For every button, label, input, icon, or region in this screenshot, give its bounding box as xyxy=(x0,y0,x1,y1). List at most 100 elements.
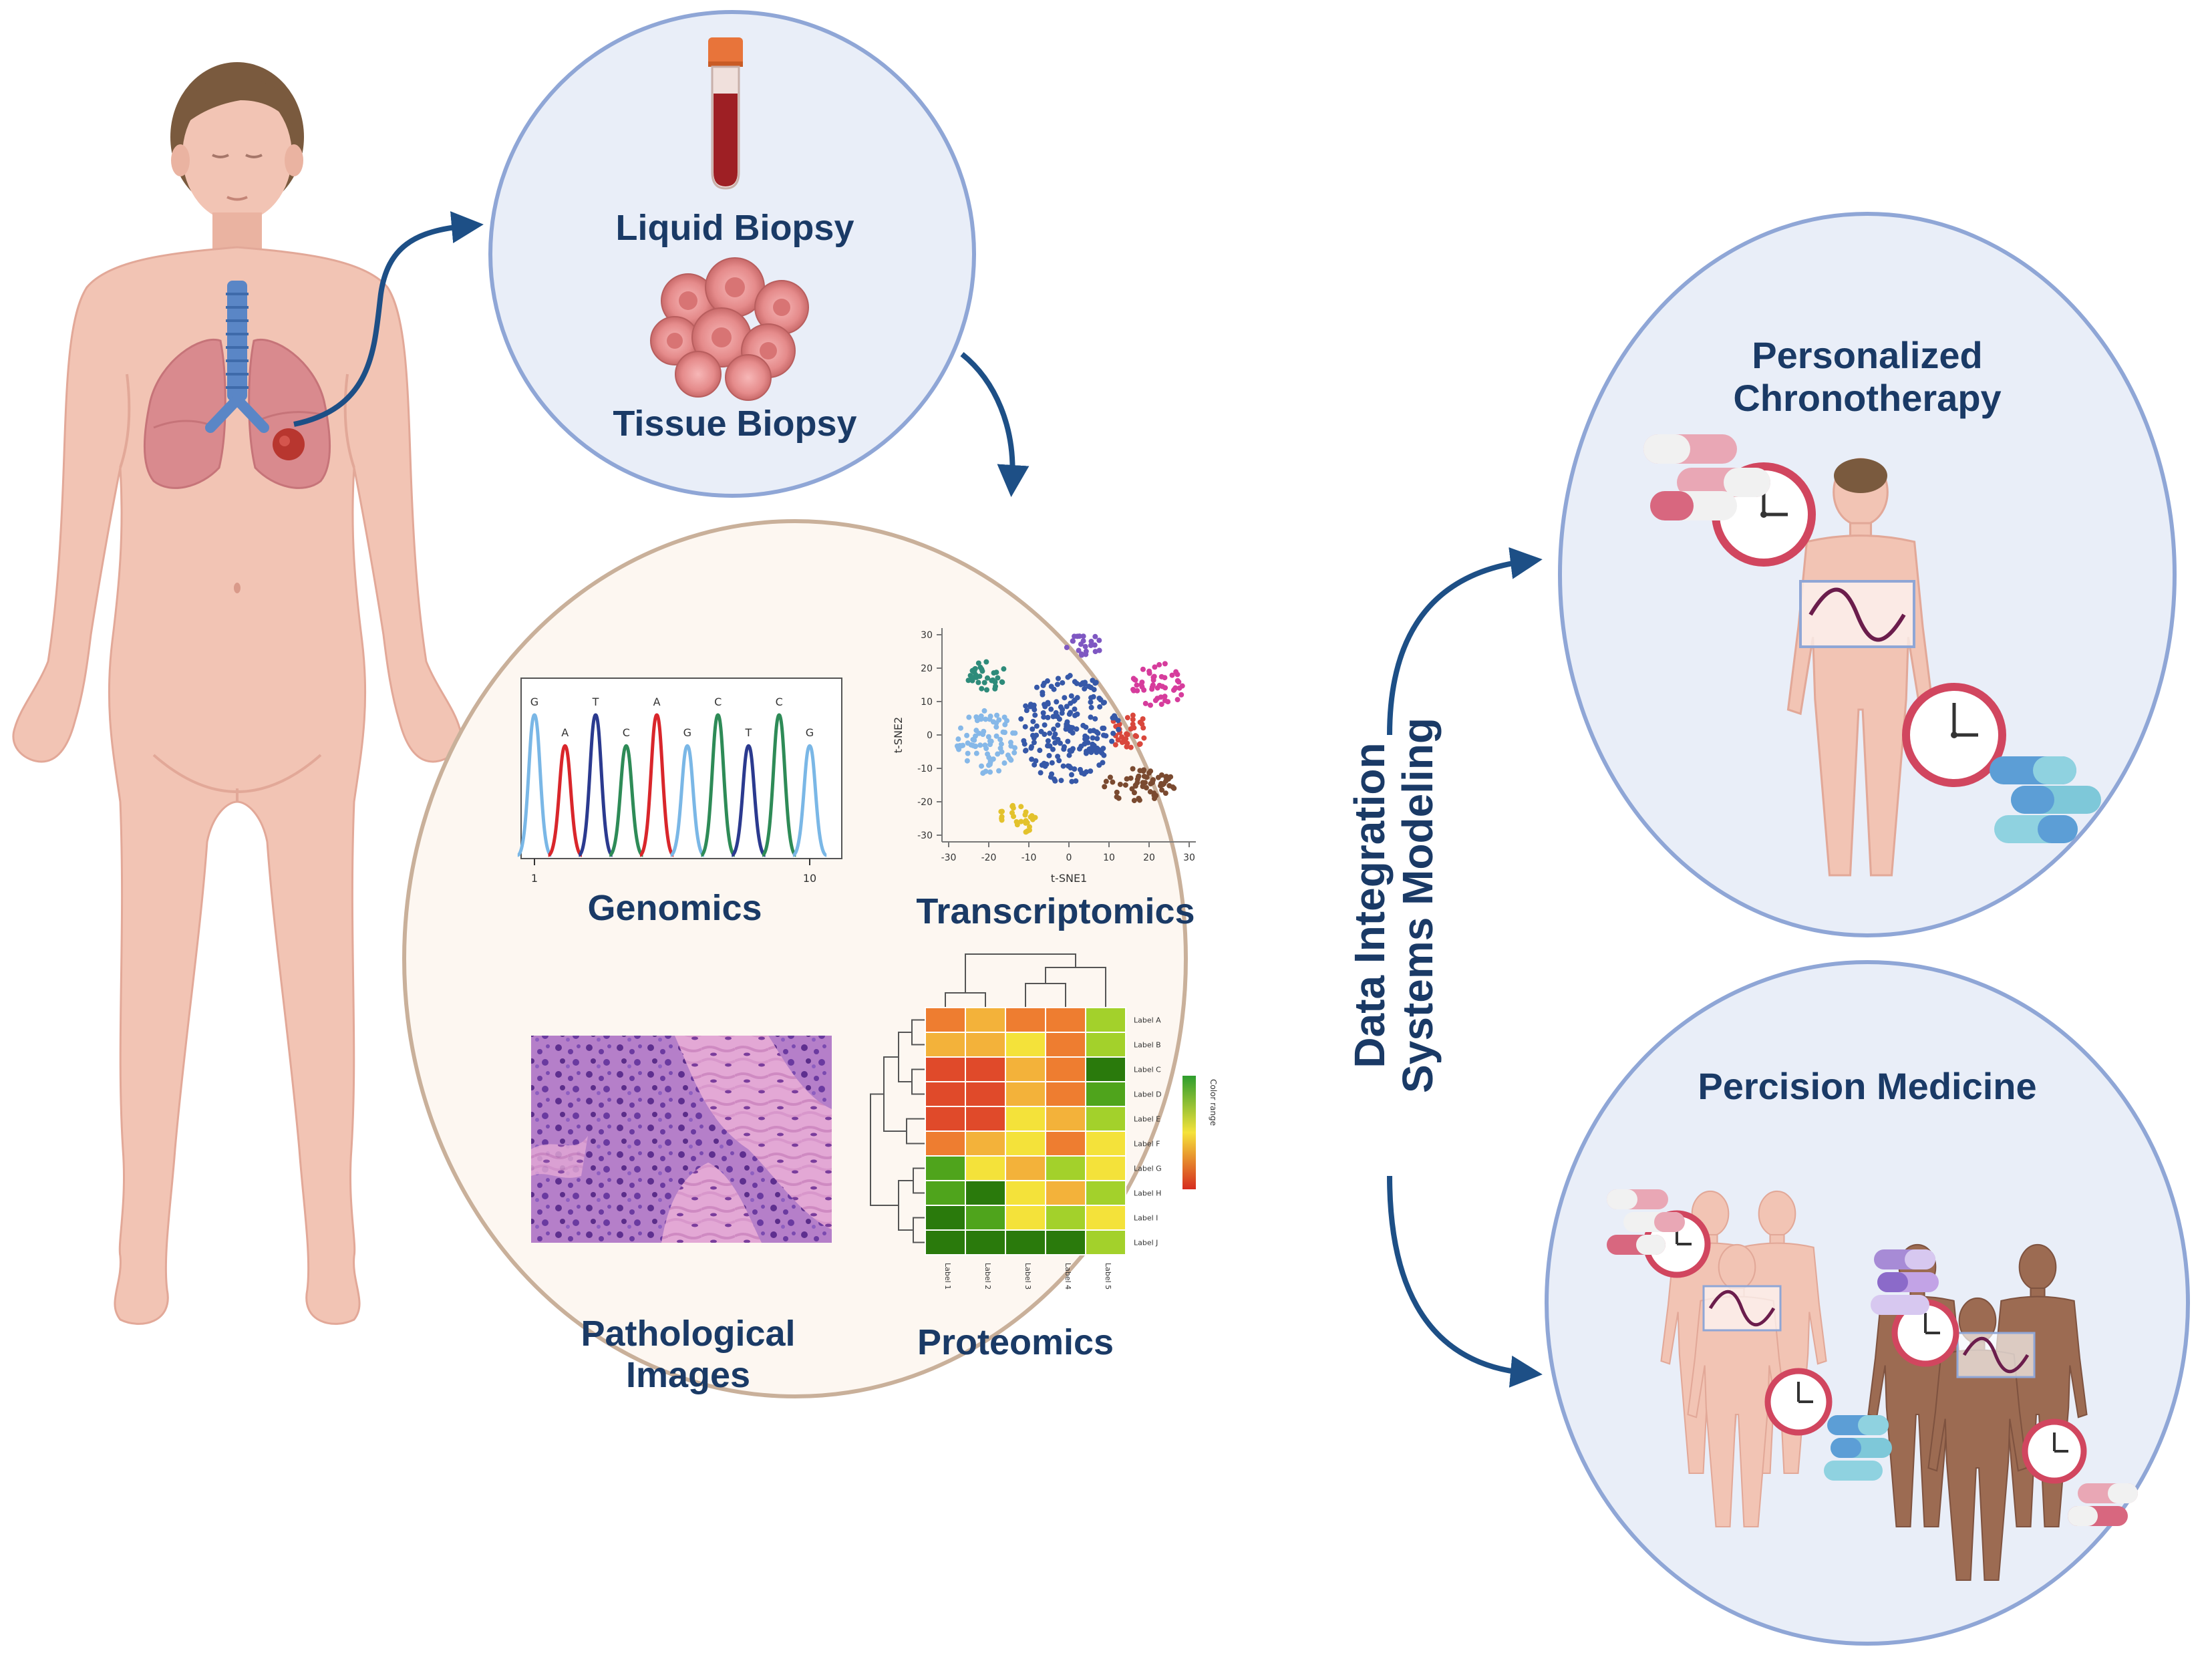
tsne-ytick: -20 xyxy=(917,797,933,808)
tsne-point xyxy=(1115,718,1121,724)
tsne-point xyxy=(1037,748,1043,754)
tsne-point xyxy=(1088,642,1094,648)
tsne-point xyxy=(1082,643,1088,649)
chromatogram-peak xyxy=(760,713,798,857)
base-call-label: C xyxy=(714,696,722,708)
base-call-label: G xyxy=(530,696,538,708)
tsne-point xyxy=(1141,735,1147,741)
tsne-point xyxy=(1046,752,1052,758)
tsne-point xyxy=(1090,735,1096,741)
heatmap-row-label: Label G xyxy=(1134,1165,1162,1173)
tsne-point xyxy=(1092,642,1098,648)
heatmap-cell xyxy=(1085,1056,1126,1082)
heatmap-col-label: Label 4 xyxy=(1064,1263,1072,1290)
tsne-point xyxy=(1084,769,1089,775)
pill-icon xyxy=(1643,434,1770,520)
patient-figure xyxy=(12,62,462,1325)
chromatogram-peak xyxy=(638,713,675,857)
tsne-point xyxy=(1070,725,1076,731)
tsne-xtick: 30 xyxy=(1183,853,1195,863)
tsne-point xyxy=(1087,728,1093,734)
tsne-point xyxy=(1040,682,1046,688)
tsne-point xyxy=(1060,707,1066,713)
tsne-point xyxy=(1172,685,1178,691)
tsne-point xyxy=(1068,772,1074,778)
pill-icon xyxy=(1607,1189,1685,1255)
tsne-point xyxy=(1048,774,1054,780)
base-call-label: C xyxy=(776,696,783,708)
tsne-point xyxy=(975,660,981,666)
heatmap-cell xyxy=(1045,1106,1086,1132)
tsne-point xyxy=(1141,773,1147,779)
tsne-point xyxy=(1173,669,1179,675)
tsne-point xyxy=(1146,670,1152,676)
base-call-label: A xyxy=(561,726,569,739)
tsne-point xyxy=(1022,748,1028,754)
tsne-point xyxy=(1030,718,1036,724)
liquid-biopsy-label: Liquid Biopsy xyxy=(615,208,854,248)
tsne-point xyxy=(1001,714,1007,720)
tsne-point xyxy=(1096,762,1102,768)
tsne-point xyxy=(1131,798,1137,804)
tissue-biopsy-label: Tissue Biopsy xyxy=(613,404,857,444)
tsne-point xyxy=(978,713,984,719)
data-integration-label: Data Integration Systems Modeling xyxy=(1346,718,1442,1093)
tsne-point xyxy=(1065,674,1071,680)
tsne-point xyxy=(1001,666,1007,672)
tsne-point xyxy=(1072,766,1078,772)
tsne-point xyxy=(1150,777,1156,783)
heatmap-cell xyxy=(1045,1205,1086,1231)
tsne-point xyxy=(1040,690,1046,696)
tsne-point xyxy=(981,708,987,714)
tsne-point xyxy=(1101,752,1107,758)
tsne-ylabel: t-SNE2 xyxy=(892,717,905,753)
heatmap-legend-title: Color range xyxy=(1209,1079,1218,1126)
heatmap-cell xyxy=(1085,1155,1126,1181)
tsne-point xyxy=(1146,770,1152,776)
tsne-point xyxy=(1088,704,1094,710)
tsne-point xyxy=(1042,731,1048,737)
tsne-point xyxy=(1054,682,1060,688)
tsne-point xyxy=(1032,712,1038,718)
heatmap-cell xyxy=(1045,1032,1086,1058)
arrow-to-chronotherapy xyxy=(1387,547,1543,736)
tsne-point xyxy=(993,669,999,675)
pathological-images-label: Pathological Images xyxy=(581,1314,796,1396)
tsne-point xyxy=(1078,682,1084,688)
tsne-point xyxy=(994,712,1000,718)
tsne-point xyxy=(989,678,995,684)
tsne-point xyxy=(1051,686,1057,692)
pill-icon xyxy=(1990,756,2101,843)
tsne-point xyxy=(1130,712,1136,718)
tsne-point xyxy=(1110,779,1116,785)
genomics-xtick-1: 1 xyxy=(531,872,538,885)
heatmap-cell xyxy=(965,1205,1006,1231)
tsne-xtick: 10 xyxy=(1103,853,1115,863)
tsne-point xyxy=(1060,680,1066,686)
tsne-point xyxy=(1034,723,1040,729)
tsne-point xyxy=(997,745,1003,751)
tsne-point xyxy=(1110,730,1116,736)
tsne-point xyxy=(999,680,1005,686)
tsne-point xyxy=(1124,776,1130,782)
tsne-point xyxy=(977,742,983,748)
heatmap-cell xyxy=(1005,1180,1046,1206)
heatmap-cell xyxy=(1085,1081,1126,1107)
tsne-point xyxy=(1079,652,1085,658)
heatmap-row-label: Label J xyxy=(1134,1239,1158,1247)
tsne-point xyxy=(1082,686,1088,692)
tsne-point xyxy=(1092,633,1098,639)
tsne-point xyxy=(1142,700,1148,706)
heatmap-cell xyxy=(1085,1007,1126,1033)
tsne-point xyxy=(970,742,976,748)
tsne-point xyxy=(1083,651,1089,657)
heatmap-cell xyxy=(925,1155,966,1181)
tsne-point xyxy=(1170,784,1176,790)
tsne-xlabel: t-SNE1 xyxy=(1051,872,1087,885)
tsne-point xyxy=(1001,760,1007,766)
tsne-point xyxy=(1057,740,1063,746)
tsne-point xyxy=(983,659,989,665)
tsne-point xyxy=(1116,726,1122,732)
tsne-ytick: -10 xyxy=(917,764,933,774)
